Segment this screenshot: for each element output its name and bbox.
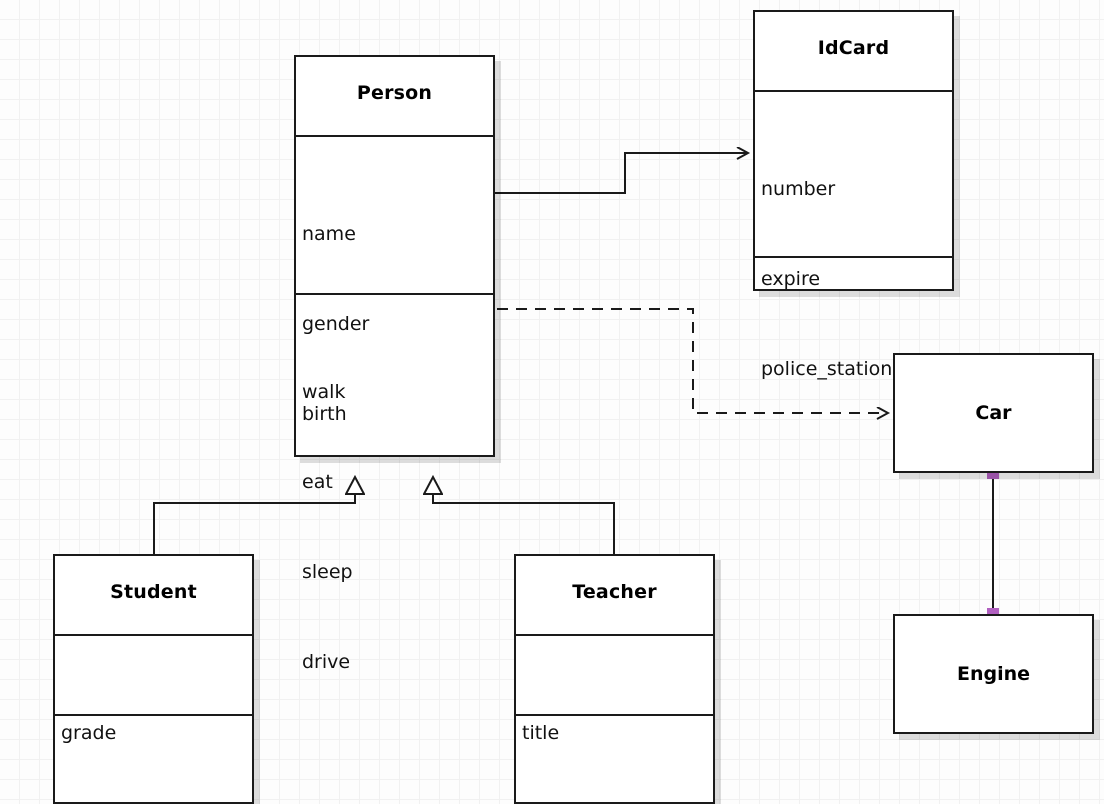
operation-item: drive: [302, 651, 351, 673]
class-box-person[interactable]: Person name gender birth walk eat sleep …: [294, 55, 495, 673]
operation-item: walk: [302, 381, 346, 403]
attribute-list-student: grade: [55, 658, 252, 804]
operation-item: sleep: [302, 561, 353, 583]
attribute-item: title: [522, 722, 560, 744]
attribute-list-person: name gender birth: [296, 159, 493, 489]
operation-item: teach: [522, 798, 713, 804]
attribute-item: police_station: [761, 358, 893, 380]
operation-item: eat: [302, 471, 333, 493]
class-operations-compartment: teach: [516, 714, 713, 804]
class-attributes-compartment: number expire police_station: [755, 90, 952, 380]
attribute-list-idcard: number expire police_station: [755, 114, 952, 444]
class-attributes-compartment: title: [516, 634, 713, 744]
operation-list-person: walk eat sleep drive: [296, 317, 493, 737]
operation-item: study: [61, 798, 252, 804]
class-name-engine: Engine: [956, 663, 1031, 685]
class-attributes-compartment: grade: [55, 634, 252, 744]
class-box-car[interactable]: Car: [893, 353, 1094, 473]
class-attributes-compartment: name gender birth: [296, 135, 493, 425]
class-box-teacher[interactable]: Teacher title teach: [514, 554, 715, 804]
class-title-compartment: Teacher: [516, 556, 713, 634]
attribute-item: birth: [302, 403, 347, 425]
class-title-compartment: IdCard: [755, 12, 952, 90]
edge-car-engine[interactable]: [985, 467, 1001, 640]
attribute-item: expire: [761, 268, 821, 290]
class-title-compartment: Person: [296, 57, 493, 135]
class-name-idcard: IdCard: [817, 37, 890, 59]
class-name-teacher: Teacher: [572, 581, 657, 603]
attribute-item: grade: [61, 722, 117, 744]
class-name-car: Car: [975, 402, 1012, 424]
operation-list-student: study: [55, 738, 252, 804]
class-box-idcard[interactable]: IdCard number expire police_station: [753, 10, 954, 380]
class-box-engine[interactable]: Engine: [893, 614, 1094, 734]
attribute-item: gender: [302, 313, 370, 335]
class-name-student: Student: [110, 581, 197, 603]
class-name-person: Person: [356, 82, 433, 104]
class-operations-compartment: [755, 256, 952, 293]
attribute-item: name: [302, 223, 356, 245]
class-operations-compartment: study: [55, 714, 252, 804]
class-title-compartment: Student: [55, 556, 252, 634]
edge-person-idcard[interactable]: [495, 153, 748, 194]
attribute-item: number: [761, 178, 836, 200]
attribute-list-teacher: title: [516, 658, 713, 804]
class-box-student[interactable]: Student grade study: [53, 554, 254, 804]
class-operations-compartment: walk eat sleep drive: [296, 293, 493, 673]
operation-list-teacher: teach: [516, 738, 713, 804]
